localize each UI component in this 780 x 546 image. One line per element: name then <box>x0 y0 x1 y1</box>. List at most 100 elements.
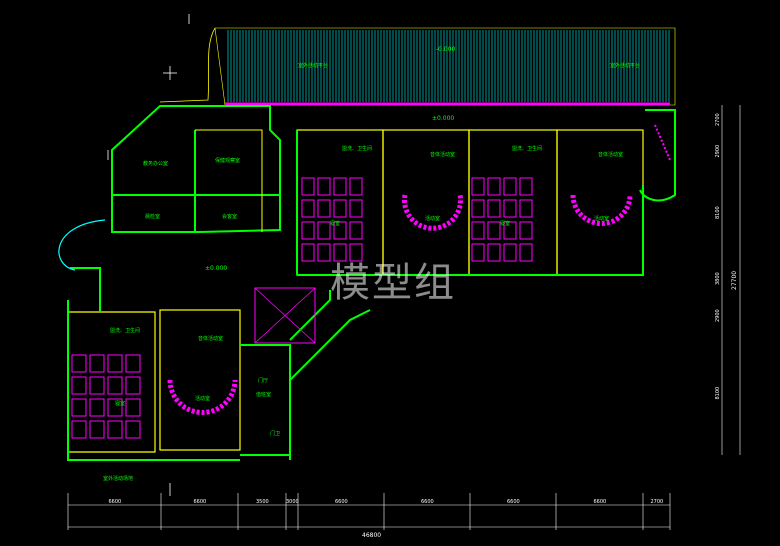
bed <box>471 199 485 218</box>
dim-label: 3000 <box>286 499 299 505</box>
east-stair-rail <box>654 124 671 161</box>
bed <box>301 199 315 218</box>
bed <box>503 221 517 240</box>
bed <box>301 243 315 262</box>
room-label-r5c: 盥洗、卫生间 <box>110 327 140 334</box>
bed <box>349 221 363 240</box>
dimension-right <box>721 105 741 455</box>
room-label-r6b: 寝室 <box>500 220 510 227</box>
room-label-r8b: 音体活动室 <box>598 151 623 158</box>
stair-diag-2 <box>254 287 316 344</box>
bed <box>503 177 517 196</box>
bed <box>317 177 331 196</box>
room-label-r1: 教务办公室 <box>143 160 168 167</box>
room-label-r12: 门卫 <box>270 430 280 437</box>
bed <box>349 199 363 218</box>
room-label-r5b: 盥洗、卫生间 <box>512 145 542 152</box>
building-outline <box>296 130 644 276</box>
bed <box>317 199 331 218</box>
bed <box>519 243 533 262</box>
bed <box>71 420 87 439</box>
bed <box>487 243 501 262</box>
bed <box>71 354 87 373</box>
dim-label-right: 2900 <box>715 145 721 158</box>
bottom-label: 室外活动场地 <box>103 475 133 482</box>
nw-room <box>195 129 263 232</box>
axis-marks <box>107 14 190 496</box>
bed <box>125 398 141 417</box>
bed <box>301 221 315 240</box>
canopy-roof <box>214 27 676 106</box>
bed <box>89 354 105 373</box>
level-main: ±0.000 <box>205 265 227 272</box>
bed <box>349 177 363 196</box>
canopy-edge <box>159 27 216 103</box>
bed <box>317 243 331 262</box>
room-label-r3: 晨检室 <box>145 213 160 220</box>
bed <box>107 398 123 417</box>
room-label-r6c: 寝室 <box>115 400 125 407</box>
sw-outer-wall <box>67 267 240 461</box>
dim-label: 2700 <box>651 499 664 505</box>
bed <box>89 420 105 439</box>
dim-label: 3500 <box>256 499 269 505</box>
bed <box>471 243 485 262</box>
dim-label-right: 2700 <box>715 113 721 126</box>
bed <box>71 398 87 417</box>
bed <box>107 376 123 395</box>
level-room-1: ±0.000 <box>432 115 454 122</box>
activity-circle-3 <box>167 379 238 415</box>
dim-label-right: 3800 <box>715 272 721 285</box>
bed <box>519 177 533 196</box>
dim-label-right: 2900 <box>715 309 721 322</box>
room-label-r7c: 活动室 <box>195 395 210 402</box>
diagonal-wing <box>289 309 371 455</box>
room-label-r10: 值班室 <box>256 391 271 398</box>
dim-label: 6600 <box>421 499 434 505</box>
bed <box>71 376 87 395</box>
dim-label-right: 8100 <box>715 206 721 219</box>
bed <box>317 221 331 240</box>
bed <box>519 221 533 240</box>
stair-block <box>254 287 316 344</box>
east-stair <box>639 109 676 202</box>
room-label-r6a: 寝室 <box>330 220 340 227</box>
bed <box>519 199 533 218</box>
bed <box>301 177 315 196</box>
bed <box>487 177 501 196</box>
dimension-ticks <box>67 493 671 530</box>
south-room <box>159 309 241 451</box>
bed <box>471 177 485 196</box>
room-label-r5a: 盥洗、卫生间 <box>342 145 372 152</box>
bed <box>333 199 347 218</box>
room-label-r7b: 活动室 <box>594 215 609 222</box>
dimension-bottom <box>68 504 670 528</box>
desks <box>71 177 533 439</box>
activity-circle-1 <box>402 194 463 231</box>
room-label-r9: 门厅 <box>258 377 268 384</box>
bed <box>125 376 141 395</box>
bed <box>349 243 363 262</box>
bed <box>125 420 141 439</box>
dim-label: 6600 <box>109 499 122 505</box>
curved-balcony <box>58 219 106 271</box>
watermark: 模型组 <box>330 260 456 306</box>
bed <box>471 221 485 240</box>
dim-total: 46800 <box>362 532 381 539</box>
bed <box>487 221 501 240</box>
bed <box>125 354 141 373</box>
dim-total-right: 27700 <box>731 271 738 290</box>
bed <box>503 199 517 218</box>
room-label-r8c: 音体活动室 <box>198 335 223 342</box>
dim-label: 6600 <box>594 499 607 505</box>
bed <box>333 177 347 196</box>
activity-circle-2 <box>570 194 633 226</box>
bed <box>487 199 501 218</box>
bed <box>89 376 105 395</box>
dim-label-right: 8100 <box>715 387 721 400</box>
room-label-r7a: 活动室 <box>425 215 440 222</box>
dim-label: 6600 <box>335 499 348 505</box>
dim-label: 6600 <box>507 499 520 505</box>
bed <box>107 420 123 439</box>
